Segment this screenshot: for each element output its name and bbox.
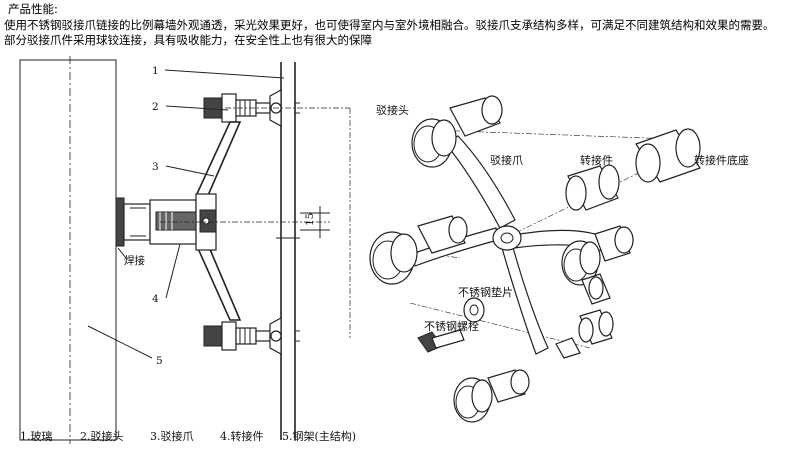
- intro-heading: 产品性能:: [8, 2, 58, 16]
- small-adapter-lower: [555, 309, 614, 359]
- callout-3: 3: [152, 161, 159, 173]
- dimension-mark: 15: [300, 206, 330, 238]
- weld-label: 焊接: [124, 254, 145, 267]
- label-bolt: 不锈钢螺栓: [424, 319, 479, 333]
- leader-5: [87, 325, 153, 359]
- label-spider-claw: 驳接爪: [490, 154, 523, 167]
- leader-4: [165, 243, 181, 299]
- legend-steel-frame: 5.钢架(主结构): [282, 429, 356, 443]
- label-routel: 驳接头: [376, 104, 409, 117]
- callout-5: 5: [156, 355, 163, 367]
- small-adapter-upper: [581, 273, 611, 305]
- label-adapter: 转接件: [580, 153, 613, 167]
- spider-claw-arms: [195, 121, 242, 321]
- routel-upper-left: [411, 95, 503, 168]
- spider-claw: [411, 135, 611, 355]
- stainless-washer: [463, 297, 485, 323]
- adapter-base: [635, 128, 701, 183]
- leader-2: [165, 105, 229, 111]
- product-intro: 产品性能: 使用不锈钢驳接爪链接的比例幕墙外观通透，采光效果更好，也可使得室内与…: [4, 2, 785, 48]
- routel-right: [561, 225, 634, 286]
- routel-left: [369, 215, 468, 285]
- exploded-view: 驳接头 驳接爪 转接件 转接件底座 不锈钢垫片 不锈钢螺栓: [369, 95, 749, 423]
- callout-1: 1: [152, 65, 159, 77]
- section-view: 15 1 2 3 4 5 焊接 1.玻璃 2.驳接头 3.驳接爪 4.转接件 5…: [19, 56, 356, 444]
- legend-routel: 2.驳接头: [80, 430, 124, 443]
- stainless-bolt: [417, 329, 465, 353]
- legend-connector: 4.转接件: [220, 429, 264, 443]
- leader-3: [165, 165, 215, 177]
- spider-fitting-diagram: 15 1 2 3 4 5 焊接 1.玻璃 2.驳接头 3.驳接爪 4.转接件 5…: [19, 56, 749, 444]
- legend-glass: 1.玻璃: [20, 429, 53, 443]
- steel-frame-panel: [19, 59, 117, 441]
- callout-4: 4: [152, 293, 159, 305]
- leader-weld: [117, 247, 127, 259]
- label-adapter-base: 转接件底座: [694, 153, 749, 167]
- axis-lower-left: [409, 302, 591, 349]
- intro-text: 使用不锈钢驳接爪链接的比例幕墙外观通透，采光效果更好，也可使得室内与室外境相融合…: [4, 18, 775, 47]
- legend-spider-claw: 3.驳接爪: [150, 430, 194, 443]
- routel-bottom: [453, 369, 530, 423]
- dimension-value: 15: [304, 213, 316, 226]
- label-washer: 不锈钢垫片: [458, 285, 513, 299]
- lower-routel: [203, 316, 300, 356]
- adapter-cylinder: [565, 164, 620, 211]
- leader-1: [164, 69, 285, 79]
- callout-2: 2: [152, 101, 159, 113]
